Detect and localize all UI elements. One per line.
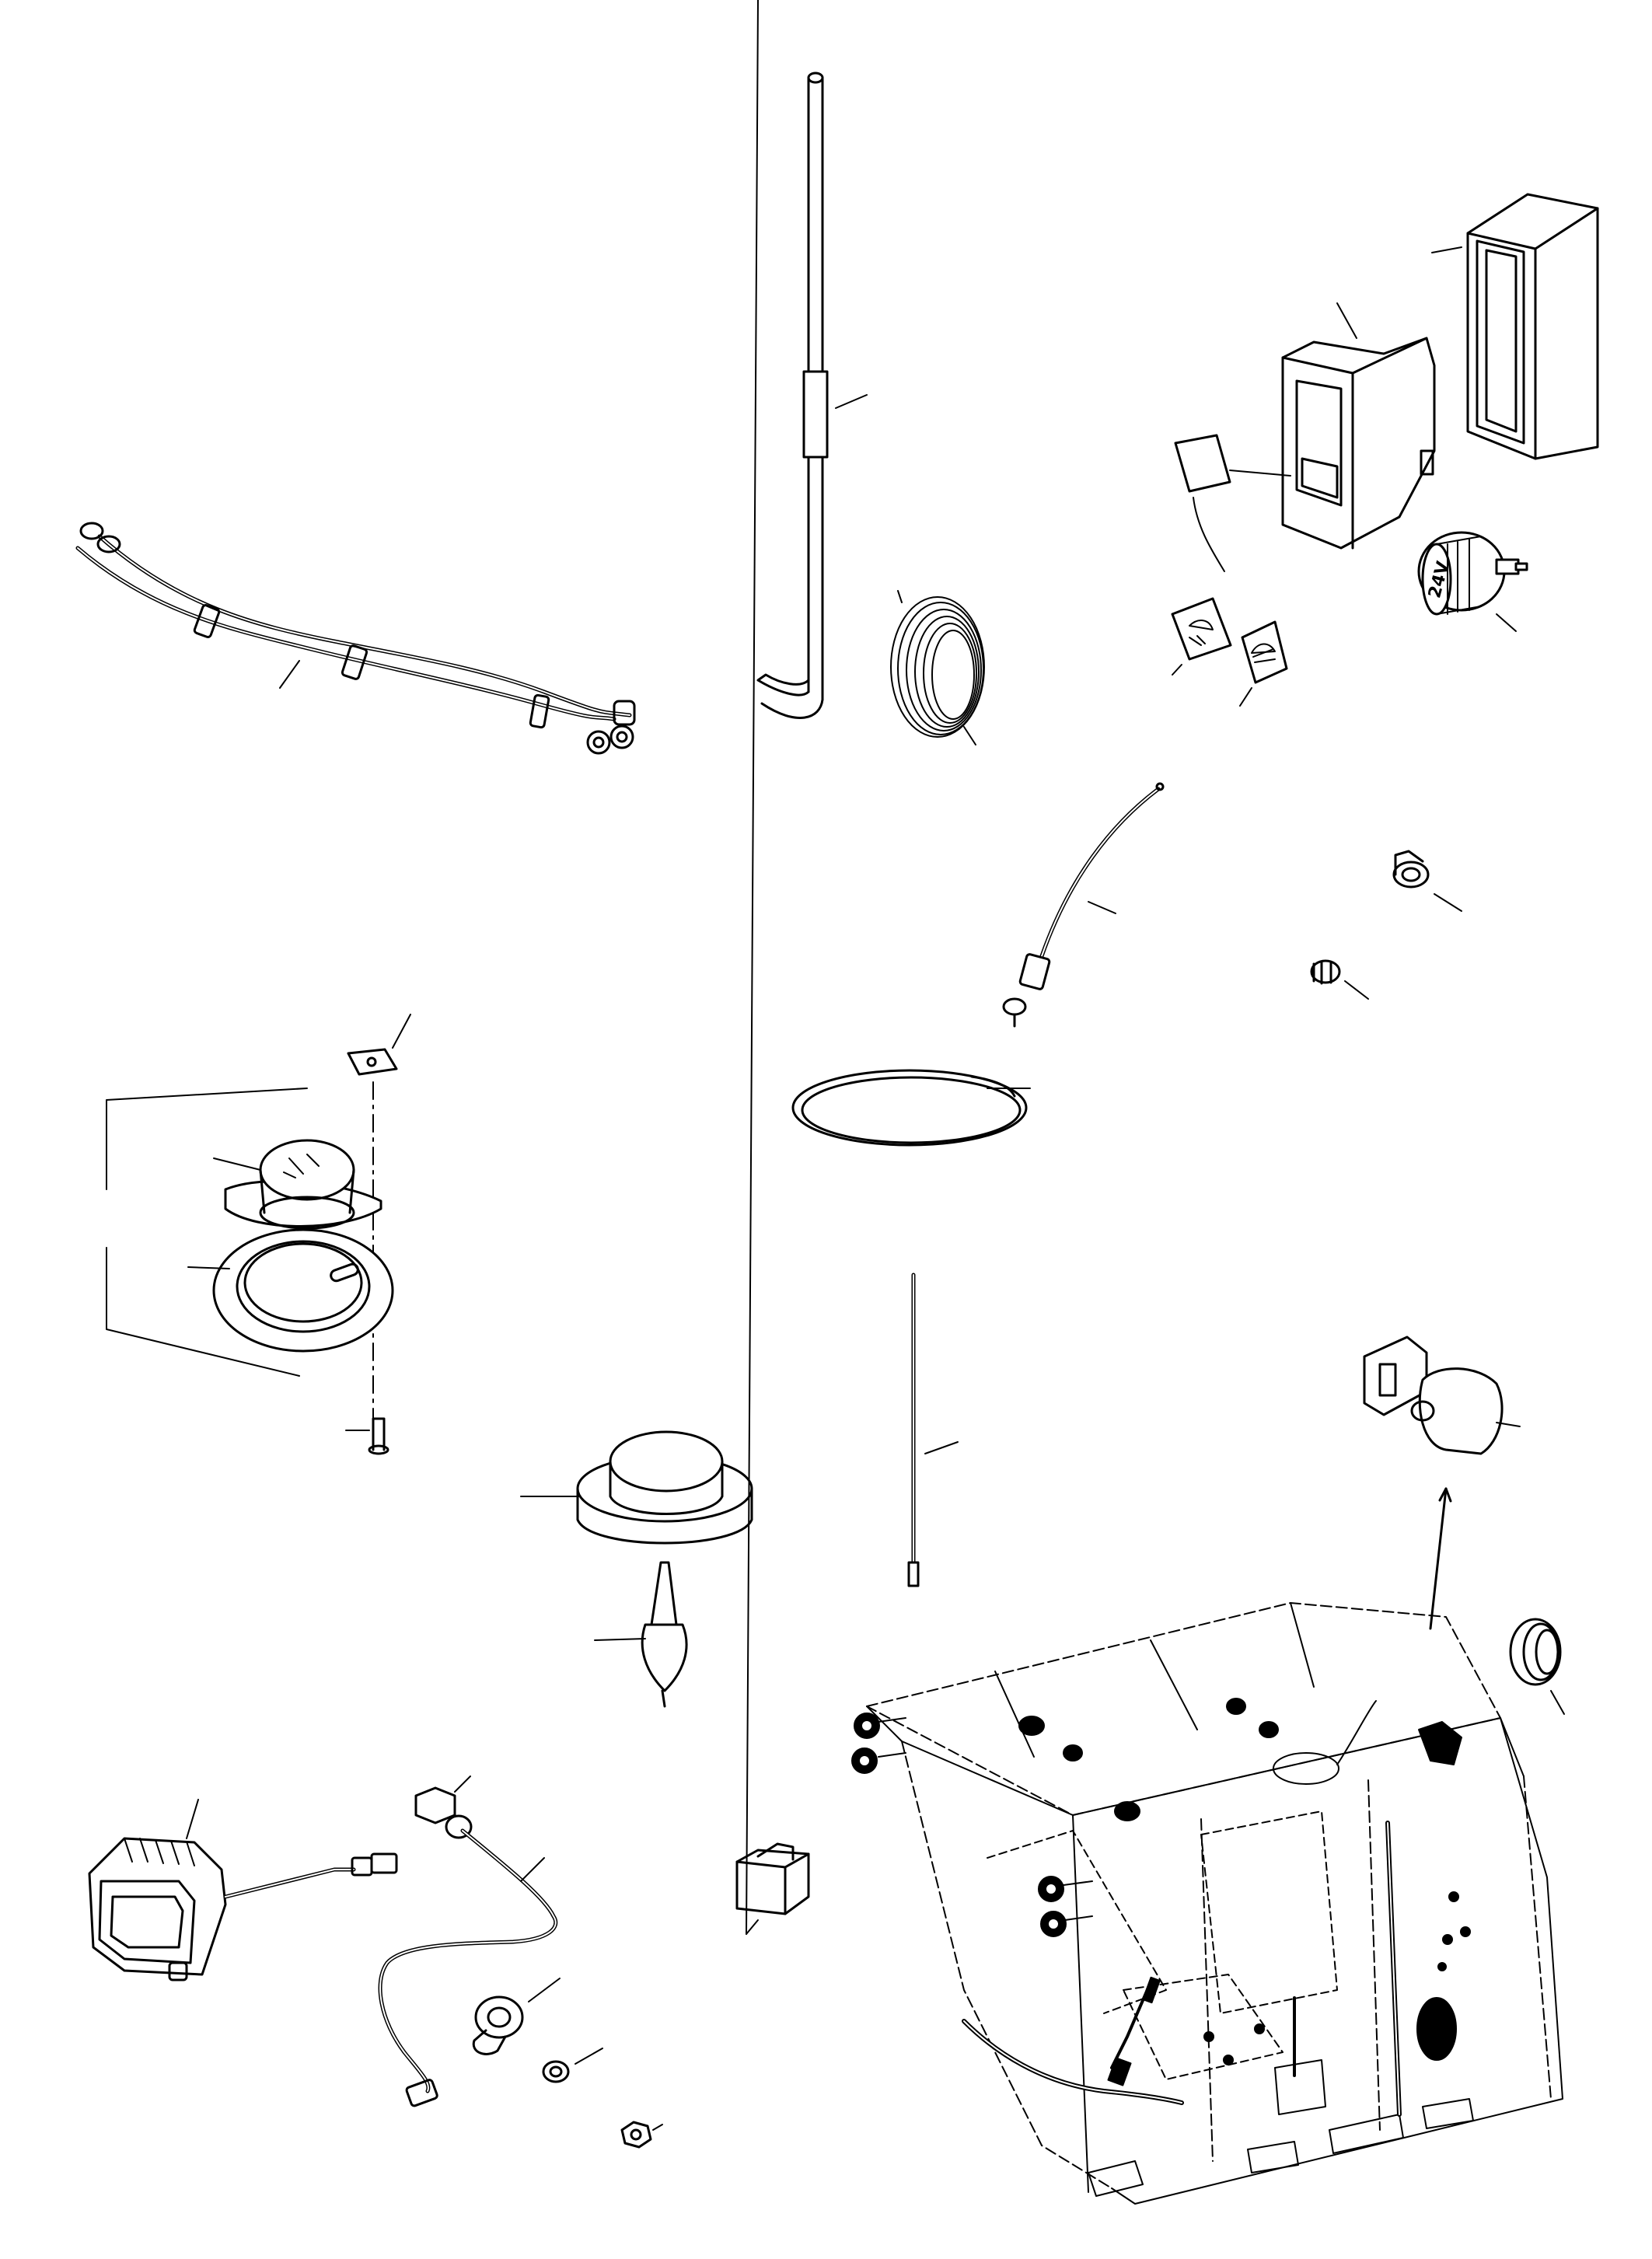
work-lamp-icon bbox=[88, 1799, 227, 1981]
antenna-rod-icon bbox=[907, 1273, 959, 1587]
cable-gland-icon bbox=[378, 1775, 558, 2107]
cable-loop-icon bbox=[791, 1069, 1031, 1147]
power-socket-icon bbox=[1417, 531, 1528, 632]
cable-clip-icon bbox=[1310, 959, 1369, 1000]
washer-icon bbox=[542, 2048, 603, 2083]
mirror-bracket-icon bbox=[1363, 1335, 1521, 1630]
grommet-icon bbox=[1509, 1618, 1565, 1715]
light-symbol-icon bbox=[1171, 597, 1232, 676]
beacon-base-icon bbox=[520, 1430, 753, 1545]
relay-icon bbox=[735, 0, 810, 1935]
nut-icon bbox=[620, 2121, 663, 2149]
light-symbol-icon bbox=[1239, 620, 1288, 707]
symbol-insert-icon bbox=[1174, 434, 1291, 572]
cable-icon bbox=[223, 1852, 398, 1899]
speaker-grille-icon bbox=[187, 1228, 394, 1353]
whip-antenna-icon bbox=[1002, 782, 1165, 1028]
lamp-bulb-icon bbox=[594, 1561, 688, 1708]
rocker-switch-icon bbox=[1281, 302, 1436, 550]
p-clamp-icon bbox=[472, 1978, 561, 2055]
screw-icon bbox=[345, 1417, 389, 1455]
switch-housing-icon bbox=[1431, 193, 1599, 460]
cable-clip-icon bbox=[1392, 850, 1462, 912]
cable-coil-icon bbox=[890, 590, 985, 745]
wiring-harness-icon bbox=[75, 522, 636, 755]
antenna-rod-icon bbox=[756, 72, 868, 719]
speaker-icon bbox=[213, 1139, 382, 1230]
nut-plate-icon bbox=[347, 1014, 411, 1076]
cab-structure-icon bbox=[851, 1602, 1563, 2205]
speaker-assembly bbox=[106, 1014, 411, 1455]
